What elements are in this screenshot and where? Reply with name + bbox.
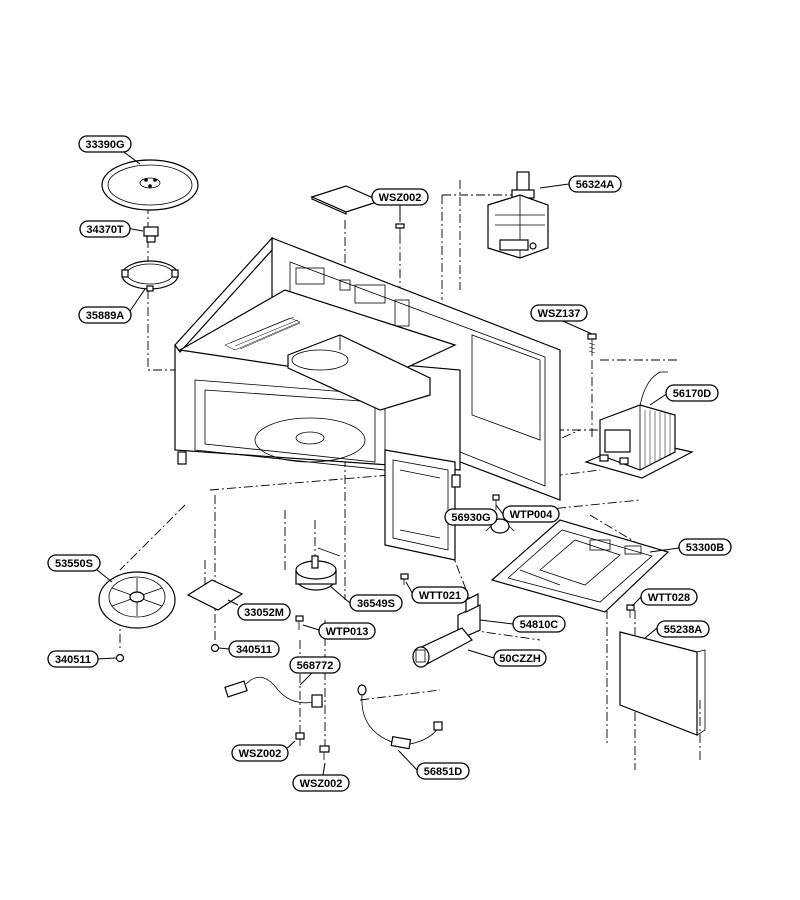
coupler bbox=[143, 226, 159, 243]
label-53550S: 53550S bbox=[47, 554, 101, 572]
hv-diode bbox=[357, 684, 443, 750]
svg-text:568772: 568772 bbox=[297, 660, 334, 672]
label-36549S: 36549S bbox=[349, 594, 403, 612]
label-33390G: 33390G bbox=[78, 135, 132, 153]
transformer bbox=[584, 371, 694, 479]
svg-text:WSZ002: WSZ002 bbox=[379, 192, 422, 204]
label-WTP004: WTP004 bbox=[502, 505, 560, 523]
label-56170D: 56170D bbox=[665, 384, 719, 402]
label-55238A: 55238A bbox=[656, 620, 710, 638]
part-labels: 33390G 34370T 35889A WSZ002 56324A WSZ13… bbox=[47, 135, 732, 792]
waveguide-cover bbox=[310, 185, 382, 215]
svg-text:WTP013: WTP013 bbox=[326, 626, 369, 638]
label-WTT021: WTT021 bbox=[411, 586, 469, 604]
label-WSZ002-bot2: WSZ002 bbox=[292, 774, 350, 792]
screw-wtt028 bbox=[626, 604, 635, 618]
label-340511-left: 340511 bbox=[47, 650, 99, 668]
base-plate bbox=[490, 519, 670, 613]
svg-text:56324A: 56324A bbox=[576, 179, 615, 191]
label-WSZ002-bot1: WSZ002 bbox=[231, 744, 289, 762]
svg-text:33390G: 33390G bbox=[85, 139, 124, 151]
svg-text:56930G: 56930G bbox=[451, 512, 490, 524]
label-56851D: 56851D bbox=[416, 762, 470, 780]
svg-text:56851D: 56851D bbox=[424, 766, 463, 778]
svg-text:34370T: 34370T bbox=[86, 224, 124, 236]
screw-wtp013 bbox=[295, 615, 304, 630]
svg-text:56170D: 56170D bbox=[673, 388, 712, 400]
screw-wtt021 bbox=[400, 573, 409, 585]
clip-340511-left bbox=[115, 653, 125, 663]
svg-text:53550S: 53550S bbox=[55, 558, 93, 570]
screw-wsz002-b1 bbox=[295, 732, 305, 746]
oven-cavity bbox=[174, 236, 561, 561]
stirrer-fan bbox=[98, 571, 176, 629]
screw-wsz002-b2 bbox=[319, 745, 330, 760]
svg-text:WSZ137: WSZ137 bbox=[538, 308, 581, 320]
side-cover-panel bbox=[619, 631, 706, 736]
svg-text:WSZ002: WSZ002 bbox=[300, 778, 343, 790]
roller-ring bbox=[121, 260, 179, 292]
label-50CZZH: 50CZZH bbox=[493, 649, 547, 667]
label-56324A: 56324A bbox=[568, 175, 622, 193]
svg-text:WSZ002: WSZ002 bbox=[239, 748, 282, 760]
label-WTT028: WTT028 bbox=[640, 588, 698, 606]
svg-text:WTT028: WTT028 bbox=[648, 592, 690, 604]
hv-capacitor bbox=[412, 627, 473, 668]
screw-wsz137 bbox=[587, 333, 597, 356]
svg-text:WTT021: WTT021 bbox=[419, 590, 461, 602]
label-54810C: 54810C bbox=[512, 615, 566, 633]
label-34370T: 34370T bbox=[79, 220, 131, 238]
svg-text:50CZZH: 50CZZH bbox=[499, 653, 541, 665]
mica-cover bbox=[186, 579, 244, 611]
magnetron bbox=[487, 171, 549, 259]
svg-text:33052M: 33052M bbox=[244, 607, 284, 619]
clip-340511-mid bbox=[210, 643, 220, 653]
svg-text:WTP004: WTP004 bbox=[510, 509, 554, 521]
label-53300B: 53300B bbox=[678, 538, 732, 556]
label-568772: 568772 bbox=[289, 656, 341, 674]
label-WSZ002-top: WSZ002 bbox=[371, 188, 429, 206]
label-56930G: 56930G bbox=[444, 508, 498, 526]
screw-top bbox=[395, 223, 405, 236]
wire-harness bbox=[224, 676, 323, 708]
label-33052M: 33052M bbox=[237, 603, 291, 621]
svg-text:54810C: 54810C bbox=[520, 619, 559, 631]
turntable-motor bbox=[295, 547, 341, 591]
svg-text:35889A: 35889A bbox=[86, 310, 125, 322]
svg-text:55238A: 55238A bbox=[664, 624, 703, 636]
svg-text:340511: 340511 bbox=[236, 644, 272, 656]
svg-text:36549S: 36549S bbox=[357, 598, 395, 610]
label-340511-mid: 340511 bbox=[228, 640, 280, 658]
label-35889A: 35889A bbox=[78, 306, 132, 324]
svg-text:340511: 340511 bbox=[55, 654, 91, 666]
small-screws bbox=[115, 573, 635, 760]
label-WTP013: WTP013 bbox=[318, 622, 376, 640]
turntable-tray bbox=[101, 159, 199, 211]
label-WSZ137: WSZ137 bbox=[530, 304, 588, 322]
svg-text:53300B: 53300B bbox=[686, 542, 725, 554]
